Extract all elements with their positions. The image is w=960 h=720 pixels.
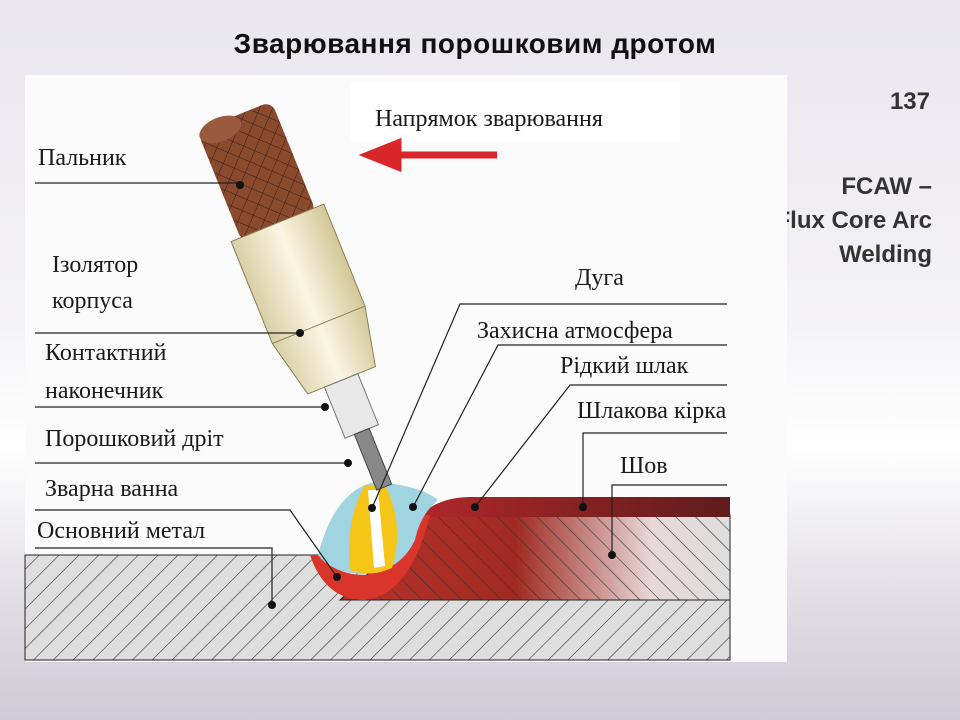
label-insulator-2: корпуса [52,288,133,314]
label-liquid-slag: Рідкий шлак [560,353,689,379]
label-contact-tip: Контактний [45,340,167,366]
side-line: Welding [839,241,932,268]
side-caption: FCAW – Flux Core Arc Welding [776,170,932,272]
label-arc: Дуга [575,265,624,291]
slide-number: 137 [889,88,930,115]
label-contact-tip-2: наконечник [45,378,164,404]
slag-crust [420,497,730,517]
label-flux-wire: Порошковий дріт [45,426,224,452]
label-weld-pool: Зварна ванна [45,476,179,502]
label-slag-crust: Шлакова кірка [577,398,727,424]
label-torch: Пальник [38,145,127,171]
direction-arrow-icon [358,137,497,173]
side-line: Flux Core Arc [775,207,932,234]
label-base-metal: Основний метал [37,518,205,544]
label-insulator: Ізолятор [52,252,138,278]
slide-title: Зварювання порошковим дротом [233,28,717,59]
direction-label: Напрямок зварювання [375,106,603,132]
label-shielding: Захисна атмосфера [477,318,673,344]
side-line: FCAW – [841,173,932,200]
label-seam: Шов [620,453,668,479]
welding-torch [199,104,393,491]
